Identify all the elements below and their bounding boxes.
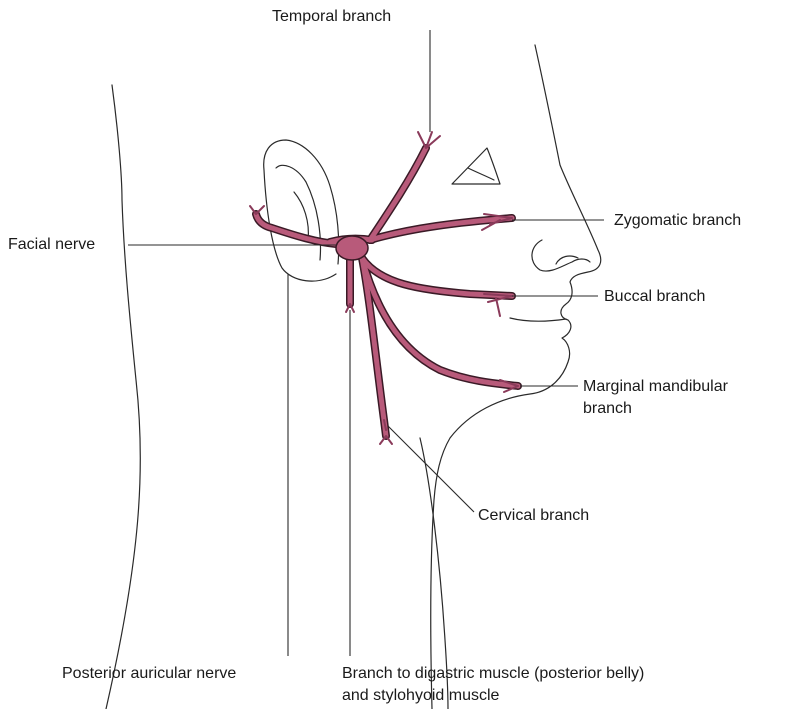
back-of-head [106, 85, 140, 709]
label-zygomatic-branch: Zygomatic branch [614, 211, 741, 230]
facial-nerve [250, 132, 518, 444]
nostril [532, 240, 590, 271]
label-cervical-branch: Cervical branch [478, 506, 589, 525]
label-buccal-branch: Buccal branch [604, 287, 705, 306]
label-facial-nerve: Facial nerve [8, 235, 95, 254]
mouth [510, 318, 566, 321]
label-marginal-mandibular-line2: branch [583, 399, 632, 418]
label-temporal-branch: Temporal branch [272, 7, 391, 26]
eye [452, 148, 500, 184]
label-marginal-mandibular-line1: Marginal mandibular [583, 377, 728, 396]
label-posterior-auricular-nerve: Posterior auricular nerve [62, 664, 236, 683]
leader-lines [128, 30, 604, 656]
label-digastric-line2: and stylohyoid muscle [342, 686, 499, 705]
label-digastric-line1: Branch to digastric muscle (posterior be… [342, 664, 644, 683]
ear [264, 140, 339, 281]
nerve-fill [256, 148, 518, 436]
head-outline [106, 45, 601, 709]
